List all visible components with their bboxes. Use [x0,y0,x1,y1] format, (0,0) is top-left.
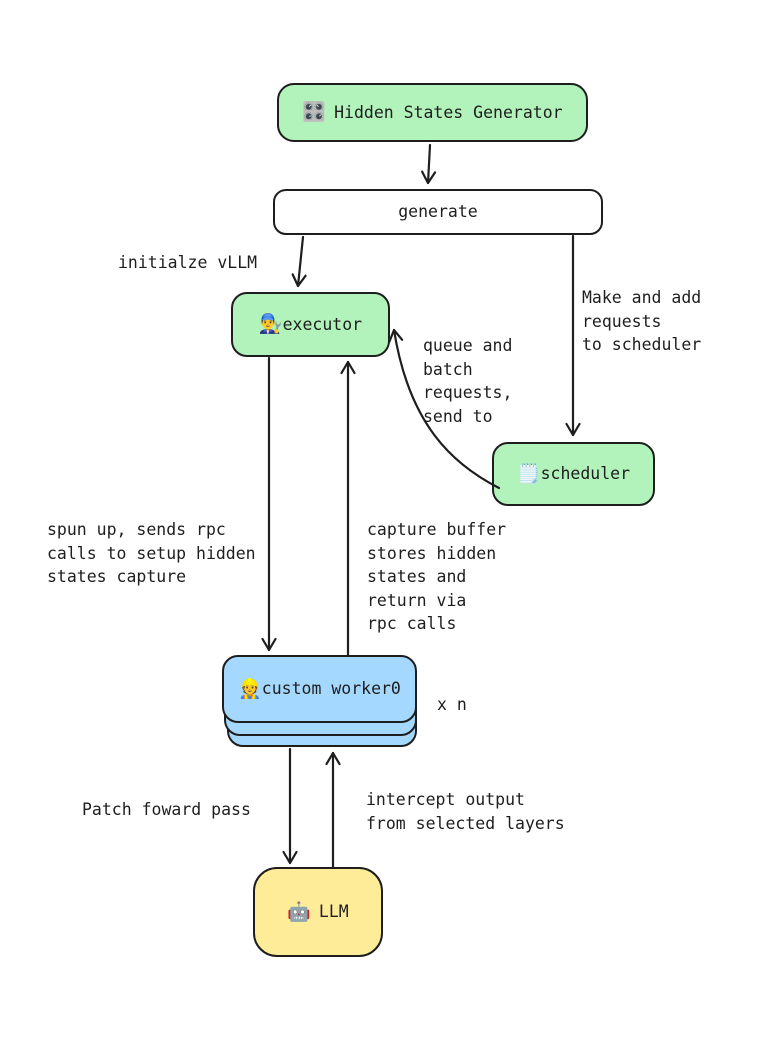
control-knobs-icon: 🎛️ [302,101,327,123]
label-spun-up-rpc: spun up, sends rpc calls to setup hidden… [47,520,256,586]
label-make-add-requests: Make and add requests to scheduler [582,288,702,354]
node-custom-worker: 👷 custom worker0 [222,655,417,723]
arrow-generate-to-executor [291,235,307,288]
node-label: LLM [318,902,349,922]
node-label: scheduler [540,464,631,484]
node-executor: 👨‍🔧 executor [231,292,390,357]
label-initialize-vllm: initialze vLLM [118,253,258,272]
label-capture-buffer: capture buffer stores hidden states and … [367,520,507,633]
node-scheduler: 🗒️ scheduler [492,442,655,506]
node-label: custom worker0 [261,679,401,699]
notepad-icon: 🗒️ [516,462,541,485]
node-llm: 🤖 LLM [253,867,383,957]
arrow-hsg-to-generate [420,143,437,185]
mechanic-icon: 👨‍🔧 [258,313,283,335]
construction-worker-icon: 👷 [238,677,262,700]
node-generate: generate [273,189,603,235]
label-worker-multiplier: x n [437,695,467,714]
robot-icon: 🤖 [287,900,311,923]
node-label: Hidden States Generator [334,102,563,122]
label-patch-forward-pass: Patch foward pass [82,800,251,819]
node-label: executor [282,314,363,334]
label-intercept-output: intercept output from selected layers [366,790,565,833]
node-hidden-states-generator: 🎛️ Hidden States Generator [277,83,588,142]
label-queue-batch-requests: queue and batch requests, send to [423,336,513,426]
node-label: generate [398,202,478,222]
